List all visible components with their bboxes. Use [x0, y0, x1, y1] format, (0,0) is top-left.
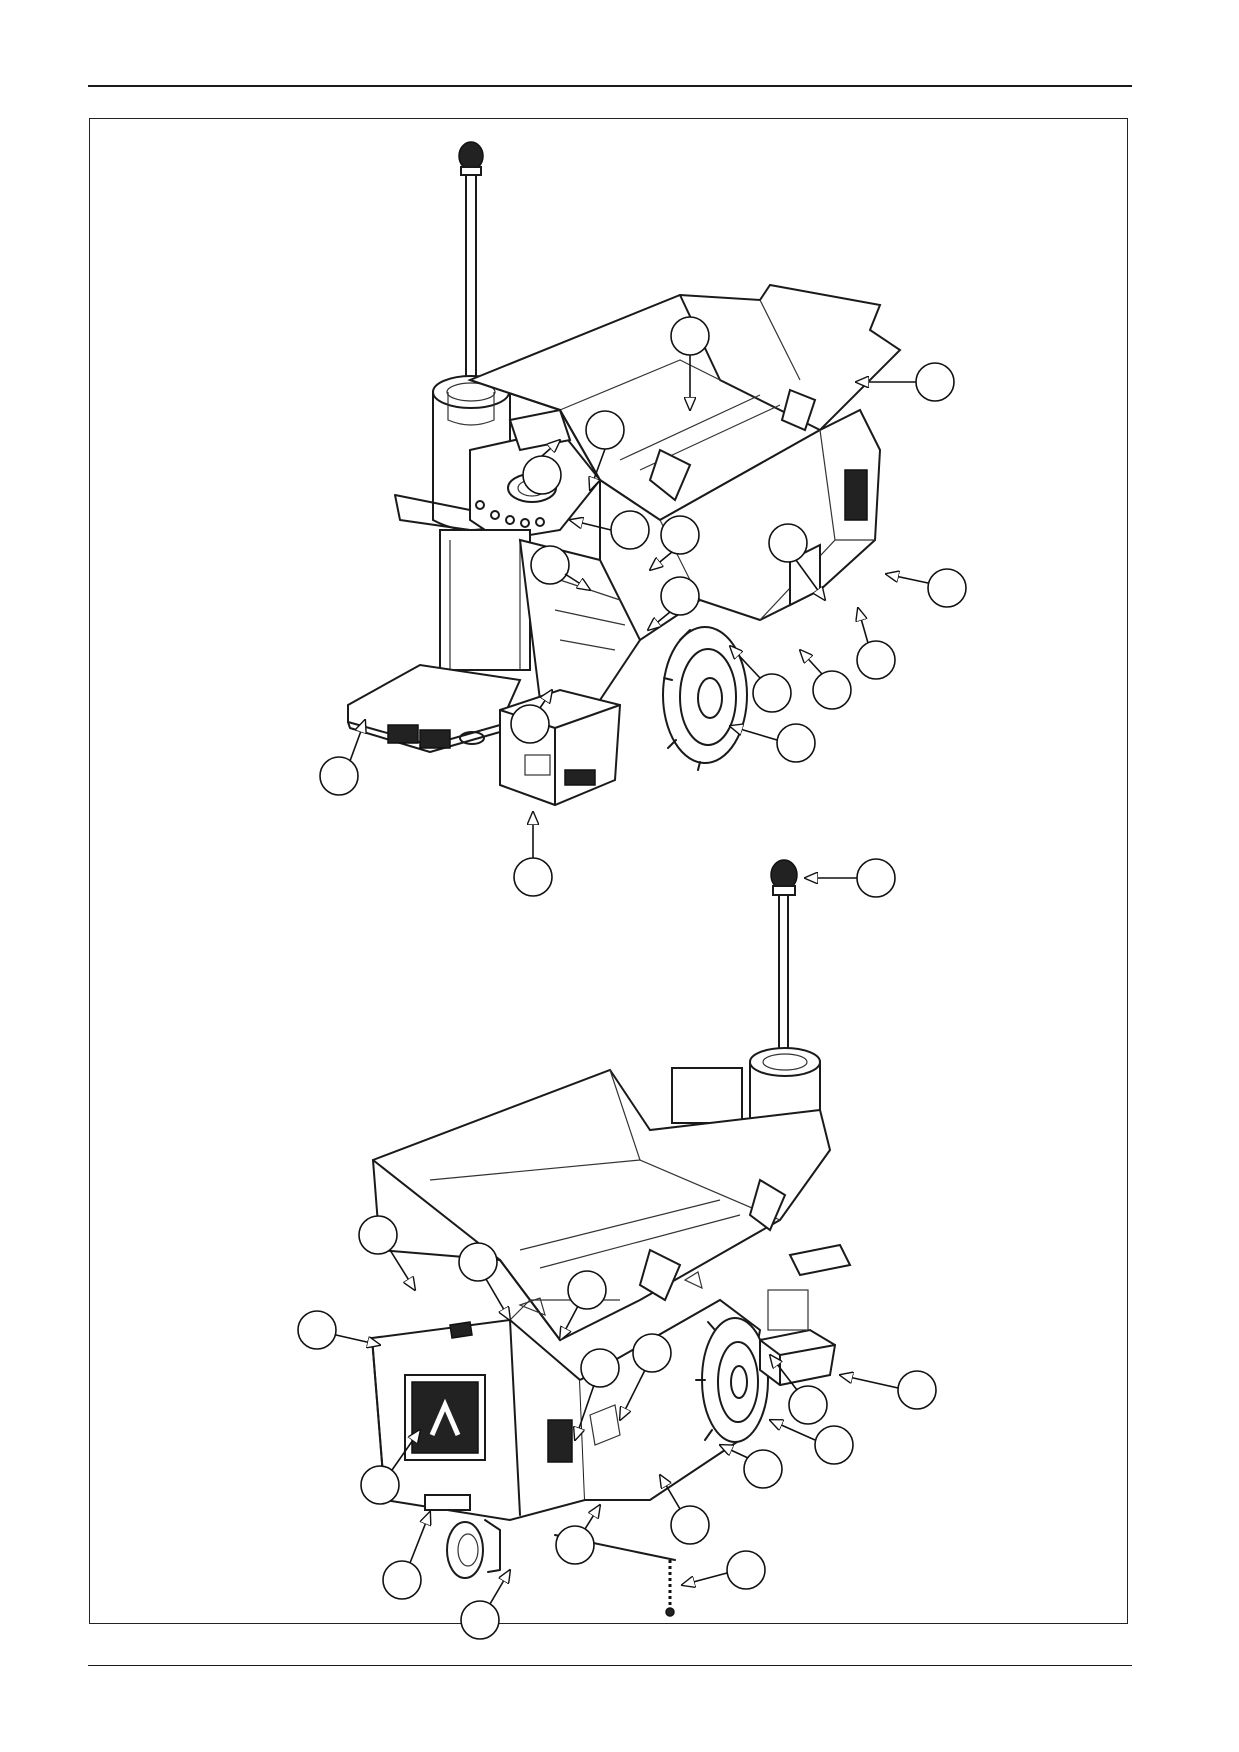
callout: [513, 812, 553, 897]
callout: [840, 1370, 937, 1410]
callout: [800, 650, 852, 710]
callout: [585, 410, 625, 490]
tow-hook: [424, 1494, 471, 1511]
callout: [730, 646, 792, 713]
callout: [560, 1270, 607, 1340]
callout: [358, 1215, 415, 1290]
callout: [650, 515, 700, 570]
rear-roller: [446, 1519, 501, 1579]
beacon-light-icon: [770, 859, 798, 1093]
callout: [575, 1348, 620, 1440]
callout: [382, 1512, 430, 1600]
callout: [460, 1570, 510, 1640]
callout-group-rear: [297, 1215, 937, 1640]
figure-frame: [89, 118, 1128, 1624]
callout: [856, 362, 955, 402]
callout-group-front: [319, 316, 967, 898]
paver-front-view: [347, 141, 902, 807]
callout: [510, 690, 552, 744]
screed-unit: [759, 1289, 837, 1387]
callout: [720, 1445, 783, 1489]
callout: [555, 1505, 600, 1565]
radiator-grille: [404, 1374, 486, 1461]
callout: [805, 858, 896, 898]
callout: [660, 1475, 710, 1545]
callout: [522, 440, 561, 495]
callout: [682, 1550, 766, 1590]
header-rule: [88, 85, 1132, 87]
callout: [886, 568, 967, 608]
footer-rule: [88, 1665, 1132, 1666]
warning-decal-icon: [518, 1297, 546, 1317]
callout: [319, 720, 365, 796]
rear-wheel: [695, 1317, 769, 1443]
callout: [770, 1420, 854, 1465]
callout: [730, 724, 816, 763]
decal: [589, 1404, 621, 1446]
console-box: [671, 1067, 743, 1124]
callout: [768, 523, 825, 600]
callout: [530, 545, 590, 590]
callout: [648, 576, 700, 630]
paver-rear-view: [370, 859, 852, 1617]
front-wheel: [662, 626, 748, 771]
beacon-light-icon: [458, 141, 484, 389]
callout: [670, 316, 710, 410]
callout: [458, 1242, 510, 1320]
callout: [297, 1310, 380, 1350]
callout: [570, 510, 650, 550]
side-vent: [547, 1419, 573, 1463]
step-platform: [347, 663, 522, 753]
callout: [360, 1430, 420, 1505]
callout: [857, 608, 896, 680]
screed-unit: [499, 688, 622, 807]
step-platform: [788, 1243, 852, 1277]
callout: [620, 1333, 672, 1420]
callout: [770, 1355, 828, 1425]
